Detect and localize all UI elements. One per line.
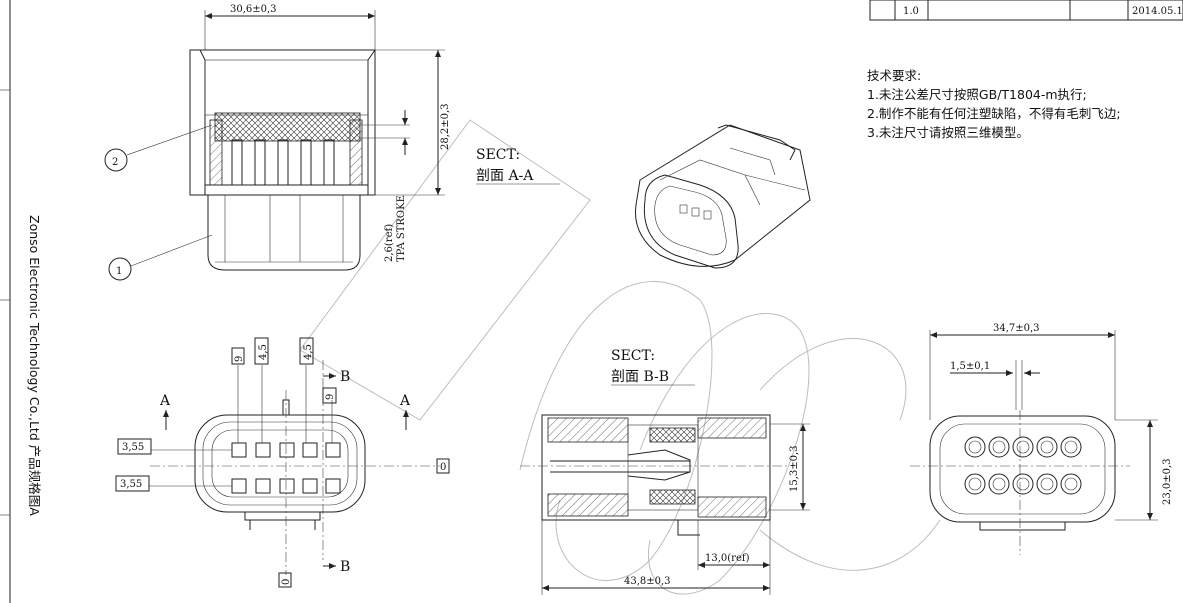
- rear-height-dim: 23,0±0,3: [1162, 458, 1173, 505]
- top-height-dim: 28,2±0,3: [440, 103, 451, 150]
- isometric-connector-view: [635, 124, 811, 269]
- tpa-stroke-label: TPA STROKE: [396, 195, 407, 262]
- section-a-left: A: [159, 393, 171, 409]
- note-line-3: 3.未注尺寸请按照三维模型。: [867, 125, 1029, 140]
- top-width-dim: 30,6±0,3: [230, 4, 277, 15]
- datum-0-right: 0: [440, 462, 446, 473]
- notes-title: 技术要求:: [867, 68, 921, 83]
- zonso-watermark: [299, 119, 941, 595]
- rear-view: 34,7±0,3 1,5±0,1 23,0±0,3: [910, 323, 1173, 555]
- top-section-view: 30,6±0,3 28,2±0,3 2: [104, 4, 560, 281]
- front-dim-45a: 4,5: [258, 344, 269, 360]
- section-bb-label: SECT:: [611, 348, 655, 364]
- technical-requirements: 技术要求: 1.未注公差尺寸按照GB/T1804-m执行; 2.制作不能有任何注…: [867, 68, 1121, 140]
- section-bb-height-dim: 15,3±0,3: [789, 445, 800, 492]
- front-dim-9a: 9: [234, 356, 245, 362]
- note-line-1: 1.未注公差尺寸按照GB/T1804-m执行;: [867, 87, 1087, 102]
- datum-0-bottom: 0: [281, 579, 292, 585]
- section-b-bottom: B: [340, 559, 350, 575]
- company-side-text: Zonso Electronic Technology Co.,Ltd 产品规格…: [27, 215, 42, 516]
- front-dim-9b: 9: [325, 394, 336, 400]
- section-bb-ref-dim: 13,0(ref): [705, 553, 750, 564]
- rear-width-dim: 34,7±0,3: [993, 323, 1040, 334]
- revision-date: 2014.05.18: [1132, 6, 1183, 17]
- section-aa-name: 剖面 A-A: [476, 168, 534, 184]
- front-view: 9 4,5 4,5 9 3,55 3,55 0 0 A A B B: [115, 337, 450, 588]
- pitch-dim-1: 3,55: [122, 442, 144, 453]
- section-b-top: B: [340, 369, 350, 385]
- note-line-2: 2.制作不能有任何注塑缺陷，不得有毛刺飞边;: [867, 106, 1121, 121]
- balloon-2: 2: [112, 157, 118, 168]
- pitch-dim-2: 3,55: [120, 479, 142, 490]
- section-bb-view: SECT: 剖面 B-B 15,3±0,3 13,0(ref) 43,8±0,3: [520, 348, 810, 595]
- section-a-right: A: [399, 393, 411, 409]
- revision-table: 1.0 2014.05.18: [869, 0, 1183, 21]
- front-dim-45b: 4,5: [303, 344, 314, 360]
- section-bb-length-dim: 43,8±0,3: [624, 576, 671, 587]
- tpa-ref-dim: 2,6(ref): [384, 224, 395, 262]
- section-bb-name: 剖面 B-B: [611, 369, 669, 385]
- rear-pin-dim: 1,5±0,1: [950, 361, 990, 372]
- section-aa-label: SECT:: [476, 147, 520, 163]
- revision-number: 1.0: [903, 6, 919, 17]
- balloon-1: 1: [116, 266, 122, 277]
